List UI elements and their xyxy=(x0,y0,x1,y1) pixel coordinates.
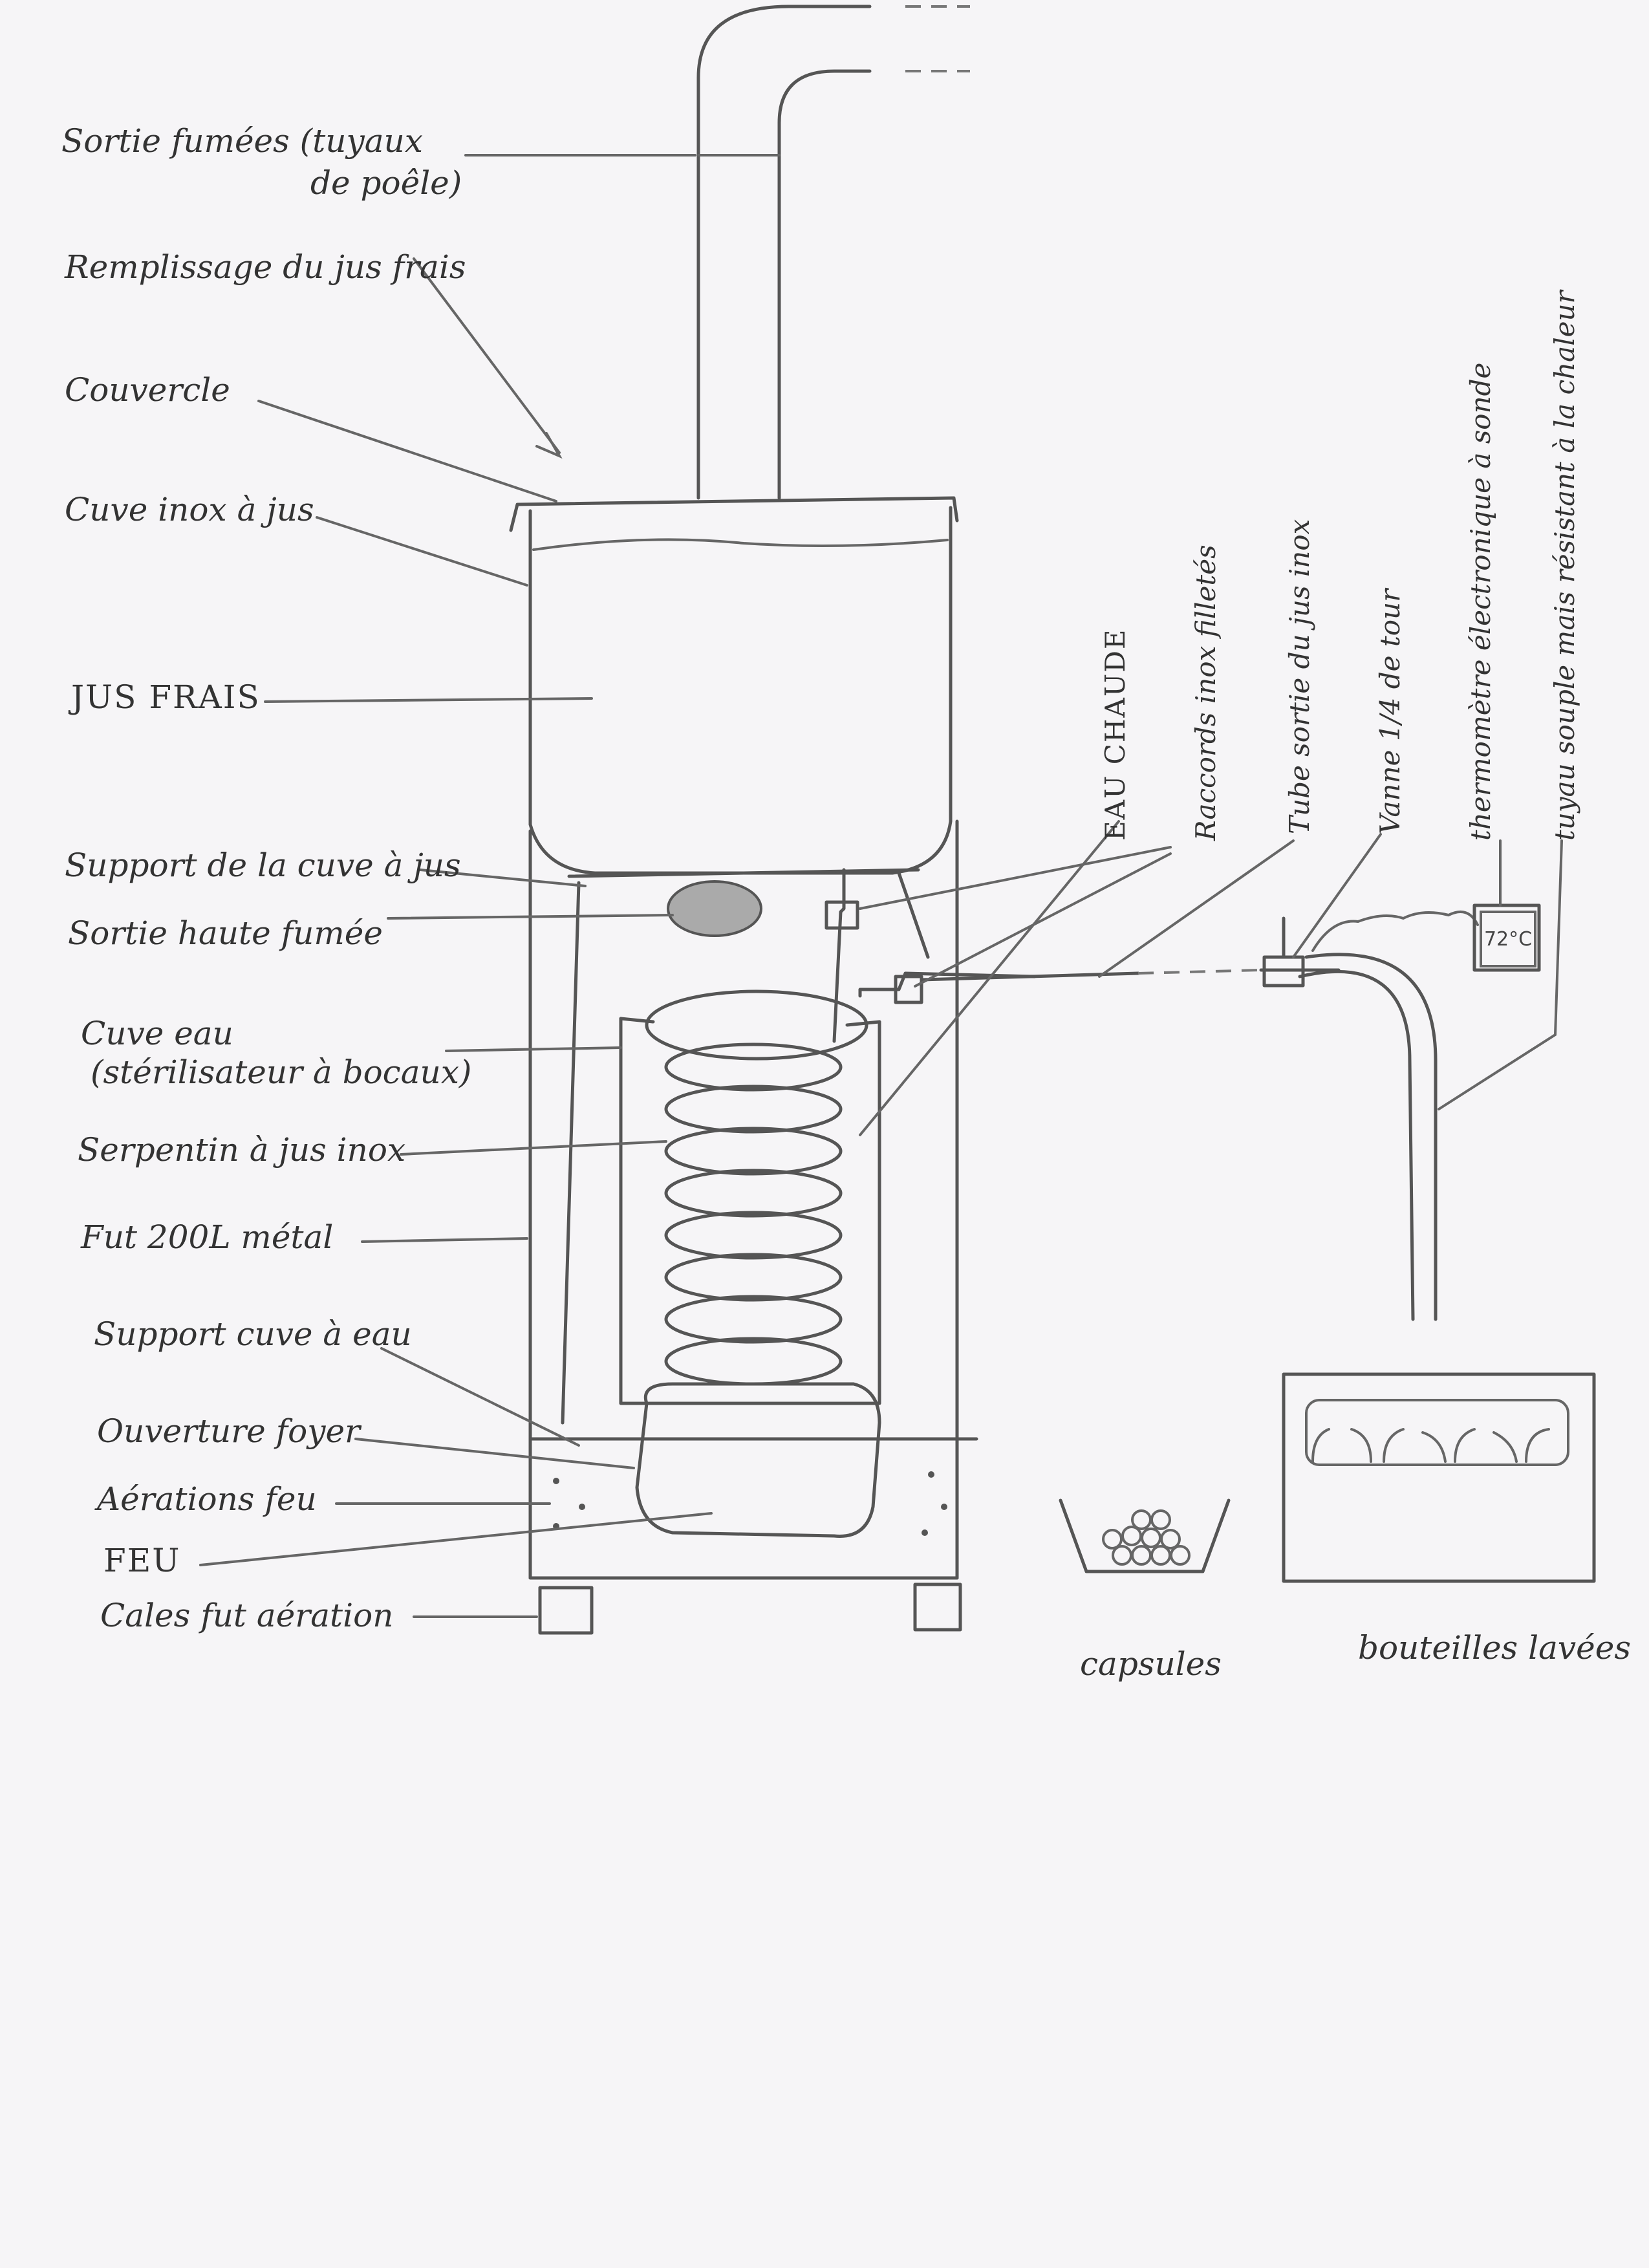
bottles-crate xyxy=(1282,1372,1596,1583)
label-support-eau: Support cuve à eau xyxy=(94,1315,412,1353)
outlet-tube-dash xyxy=(1137,969,1262,975)
label-eau-chaude: EAU CHAUDE xyxy=(1099,628,1131,841)
juice-level xyxy=(532,538,949,551)
probe-wire xyxy=(1311,911,1479,952)
label-cuve-eau-cont: (stérilisateur à bocaux) xyxy=(91,1053,472,1091)
label-capsules: capsules xyxy=(1080,1645,1222,1683)
label-feu: FEU xyxy=(103,1542,181,1579)
support-leg-right xyxy=(897,871,930,959)
support-leg-left xyxy=(561,881,581,1425)
leader-lines xyxy=(199,154,1563,1618)
chimney-continuation xyxy=(905,5,970,72)
wedge-left xyxy=(538,1586,594,1635)
water-tank xyxy=(619,1017,881,1405)
water-tank-rim xyxy=(619,1017,881,1027)
capsules-pile xyxy=(1102,1509,1191,1566)
label-remplissage: Remplissage du jus frais xyxy=(65,248,466,286)
label-bouteilles: bouteilles lavées xyxy=(1358,1629,1631,1667)
thermometer-screen xyxy=(1480,911,1536,967)
fitting-top xyxy=(824,900,859,930)
coil-inlet-pipe xyxy=(832,868,846,1043)
thermometer-display: 72°C xyxy=(1483,927,1533,951)
label-tube-sortie: Tube sortie du jus inox xyxy=(1284,519,1315,834)
label-sortie-fumees: Sortie fumées (tuyaux xyxy=(61,122,423,160)
label-vanne: Vanne 1/4 de tour xyxy=(1374,589,1406,834)
tank-lid xyxy=(509,496,959,532)
label-thermometre: thermomètre électronique à sonde xyxy=(1465,362,1496,841)
firebox-opening xyxy=(635,1382,881,1538)
label-support-cuve: Support de la cuve à jus xyxy=(65,847,461,884)
label-cuve-inox: Cuve inox à jus xyxy=(65,491,314,528)
label-couvercle: Couvercle xyxy=(65,371,230,409)
label-cuve-eau: Cuve eau xyxy=(81,1015,233,1052)
tank-support xyxy=(567,868,920,878)
juice-coil xyxy=(645,989,868,1386)
label-jus-frais: JUS FRAIS xyxy=(71,678,261,716)
label-ouverture: Ouverture foyer xyxy=(97,1412,360,1450)
wedge-right xyxy=(913,1582,962,1632)
fitting-side xyxy=(894,975,923,1004)
chimney-pipe-inner xyxy=(777,69,872,500)
label-fut: Fut 200L métal xyxy=(81,1218,334,1256)
air-vents xyxy=(553,1471,947,1536)
flexible-hose xyxy=(1298,970,1415,1321)
label-sortie-haute: Sortie haute fumée xyxy=(68,914,383,952)
chimney-pipe xyxy=(696,5,872,500)
label-raccords: Raccords inox filletés xyxy=(1190,545,1222,841)
flexible-hose-inner xyxy=(1304,953,1438,1321)
label-tuyau: tuyau souple mais résistant à la chaleur xyxy=(1549,290,1580,841)
thermometer-box xyxy=(1472,903,1541,972)
capsules-bowl xyxy=(1059,1498,1231,1573)
bottles-necks xyxy=(1311,1428,1550,1463)
coil-outlet-pipe xyxy=(858,971,1037,998)
label-cales: Cales fut aération xyxy=(100,1597,394,1634)
bottles-window xyxy=(1305,1399,1569,1466)
label-sortie-fumees-cont: de poêle) xyxy=(310,164,462,202)
label-aerations: Aérations feu xyxy=(97,1480,317,1518)
upper-smoke-outlet xyxy=(667,880,762,937)
juice-tank xyxy=(528,506,953,875)
label-serpentin: Serpentin à jus inox xyxy=(78,1131,406,1169)
